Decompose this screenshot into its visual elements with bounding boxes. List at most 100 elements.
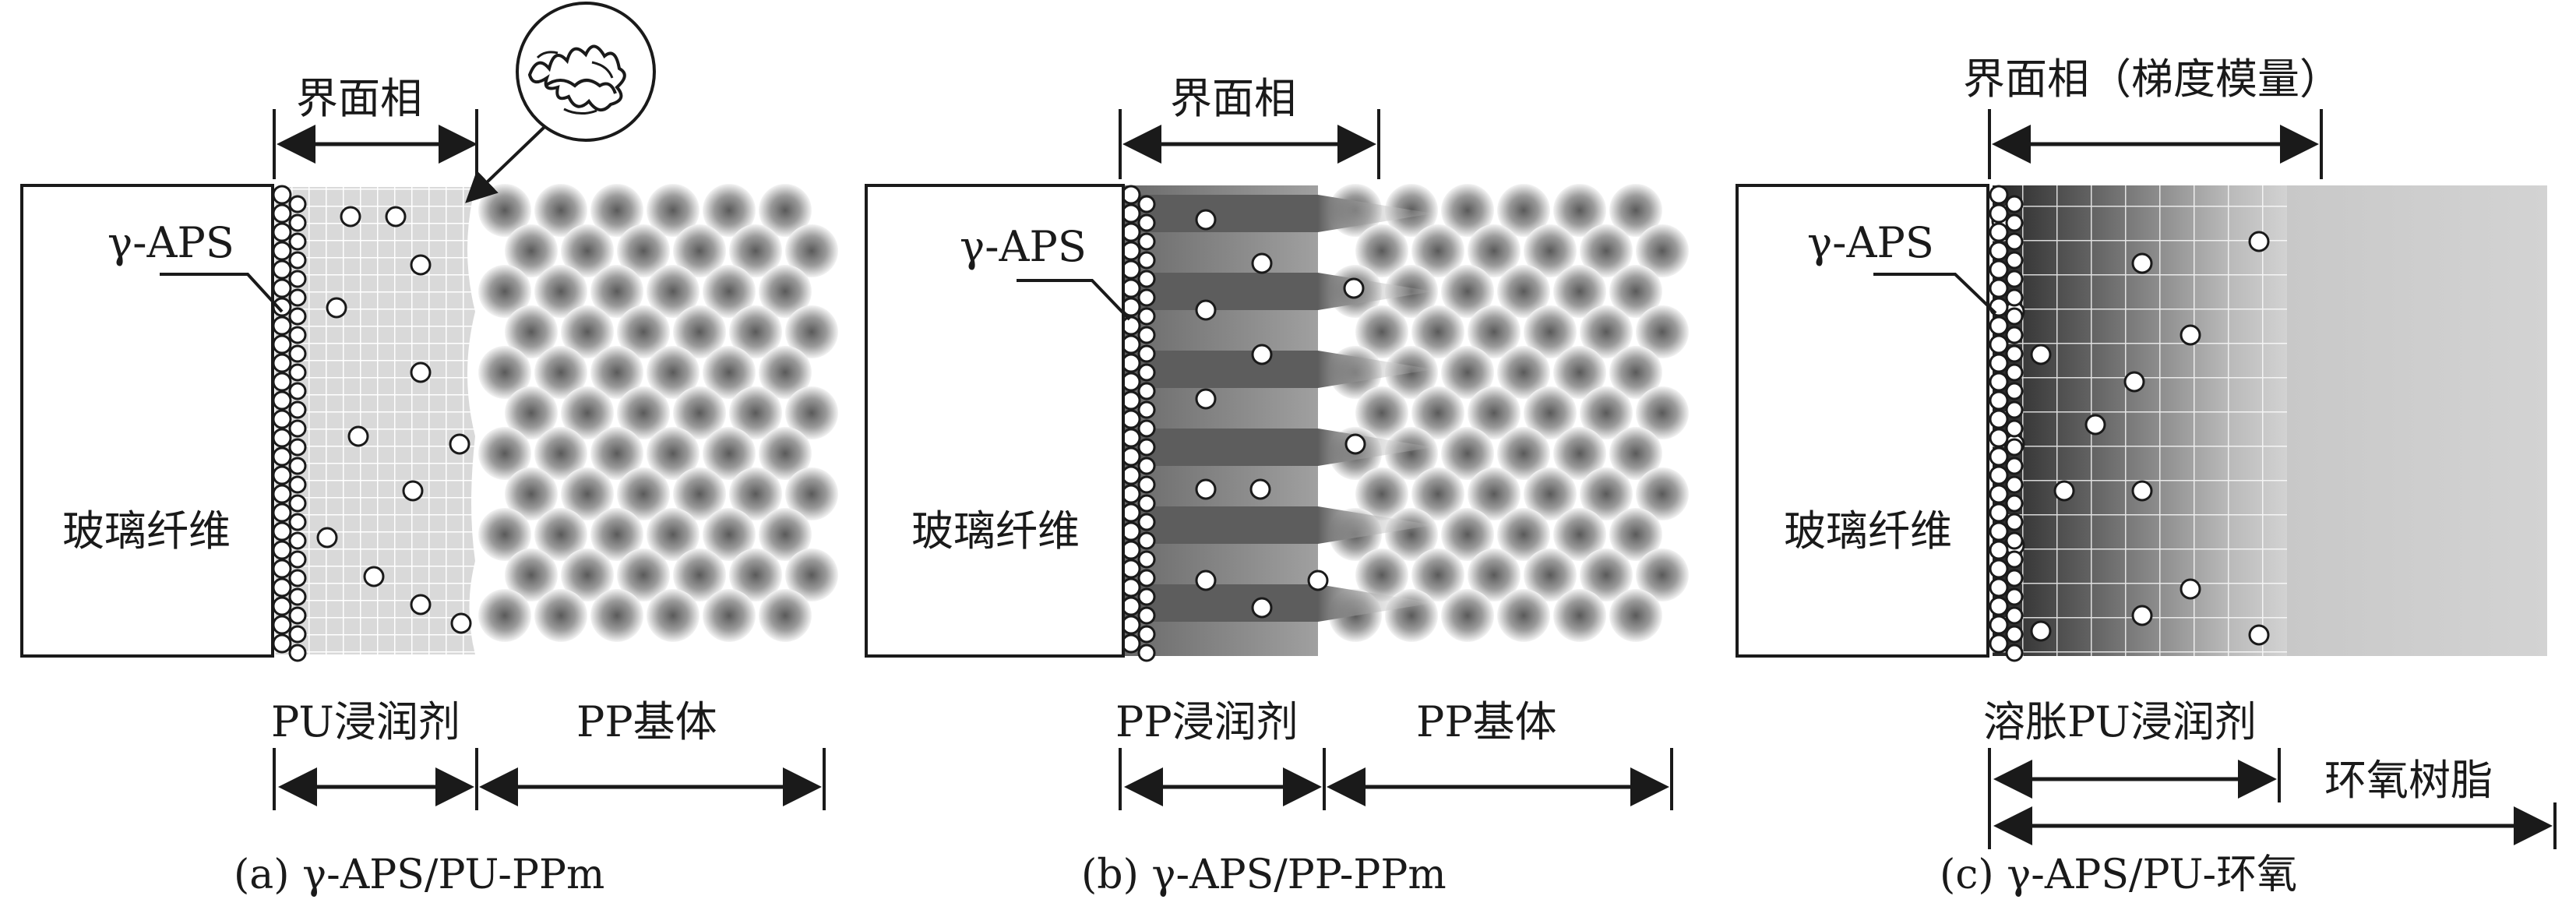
matrix-sphere xyxy=(505,386,558,439)
matrix-sphere xyxy=(1524,305,1577,358)
coupling-agent-molecule xyxy=(288,213,307,232)
matrix-sphere xyxy=(1524,386,1577,439)
matrix-sphere xyxy=(1609,427,1662,480)
matrix-sphere xyxy=(647,184,700,237)
matrix-label-c: 环氧树脂 xyxy=(2324,756,2493,805)
coupling-agent-molecule xyxy=(2005,344,2024,363)
matrix-sphere xyxy=(1497,508,1550,561)
coupling-agent-column-c xyxy=(1989,185,2024,662)
coupling-agent-molecule xyxy=(288,382,307,400)
matrix-sphere xyxy=(1636,305,1689,358)
sizing-particle xyxy=(363,566,385,587)
sizing-spike xyxy=(1318,584,1433,622)
matrix-sphere xyxy=(759,346,812,399)
coupling-agent-molecule xyxy=(1137,363,1156,382)
matrix-label-a: PP基体 xyxy=(576,697,717,746)
coupling-agent-molecule xyxy=(2005,419,2024,438)
sizing-band-dark xyxy=(1123,273,1318,310)
matrix-sphere xyxy=(673,548,726,601)
epoxy-matrix-c xyxy=(2282,185,2547,656)
coupling-agent-molecule xyxy=(1121,446,1141,467)
coupling-agent-molecule xyxy=(1137,587,1156,606)
coupling-agent-molecule xyxy=(1137,644,1156,662)
matrix-sphere xyxy=(1580,467,1633,520)
coupling-agent-molecule xyxy=(1137,232,1156,251)
coupling-agent-molecule xyxy=(1989,334,2009,354)
coupling-agent-molecule xyxy=(2005,307,2024,326)
glass-fiber-c xyxy=(1736,184,1989,658)
coupling-agent-molecule xyxy=(288,400,307,419)
coupling-agent-molecule xyxy=(272,577,292,598)
coupling-agent-molecule xyxy=(1121,353,1141,373)
matrix-sphere xyxy=(647,508,700,561)
sizing-particle xyxy=(2084,414,2106,436)
coupling-agent-molecule xyxy=(288,587,307,606)
coupling-agent-molecule xyxy=(2005,569,2024,587)
interphase-label-a: 界面相 xyxy=(296,74,422,123)
sizing-particle xyxy=(1195,299,1217,321)
coupling-label-b: γ-APS xyxy=(960,222,1087,271)
fiber-label-c: 玻璃纤维 xyxy=(1784,506,1952,556)
coupling-agent-molecule xyxy=(1137,251,1156,270)
coupling-agent-molecule xyxy=(272,615,292,635)
sizing-particle xyxy=(2030,620,2052,642)
coupling-agent-molecule xyxy=(2005,644,2024,662)
matrix-sphere xyxy=(590,265,643,318)
coupling-agent-molecule xyxy=(272,596,292,616)
coupling-agent-molecule xyxy=(1137,531,1156,550)
sizing-particle xyxy=(449,433,470,455)
coupling-agent-molecule xyxy=(288,513,307,531)
coupling-agent-molecule xyxy=(288,251,307,270)
coupling-agent-molecule xyxy=(1989,316,2009,336)
sizing-spike xyxy=(1318,429,1433,466)
coupling-agent-molecule xyxy=(272,540,292,560)
coupling-agent-molecule xyxy=(1137,213,1156,232)
matrix-sphere xyxy=(505,305,558,358)
sizing-particle xyxy=(410,254,432,276)
coupling-agent-molecule xyxy=(272,446,292,467)
coupling-agent-molecule xyxy=(2005,457,2024,475)
matrix-sphere xyxy=(1636,467,1689,520)
sizing-particle xyxy=(2131,605,2153,626)
matrix-sphere xyxy=(1441,508,1494,561)
coupling-agent-molecule xyxy=(1989,409,2009,429)
matrix-sphere xyxy=(1553,265,1606,318)
panel-a: γ-APS 玻璃纤维 界面相 PU浸润剂 PP基体 (a) γ-APS/PU-P… xyxy=(20,2,838,898)
sizing-band xyxy=(1123,185,1318,656)
matrix-sphere xyxy=(505,467,558,520)
matrix-sphere xyxy=(1441,265,1494,318)
matrix-sphere xyxy=(1411,386,1464,439)
coupling-agent-molecule xyxy=(272,633,292,654)
coupling-agent-molecule xyxy=(1989,540,2009,560)
coupling-agent-molecule xyxy=(1121,334,1141,354)
coupling-agent-molecule xyxy=(1989,577,2009,598)
coupling-agent-molecule xyxy=(1137,569,1156,587)
matrix-sphere xyxy=(590,184,643,237)
coupling-agent-molecule xyxy=(2005,438,2024,457)
sizing-particle xyxy=(2180,324,2201,346)
coupling-agent-molecule xyxy=(1137,326,1156,344)
coupling-agent-molecule xyxy=(288,457,307,475)
coupling-agent-molecule xyxy=(2005,494,2024,513)
matrix-sphere xyxy=(1580,224,1633,277)
matrix-sphere xyxy=(703,589,756,642)
matrix-sphere xyxy=(534,265,587,318)
matrix-sphere xyxy=(1497,346,1550,399)
coupling-agent-molecule xyxy=(1989,521,2009,541)
matrix-sphere xyxy=(729,386,782,439)
coupling-agent-molecule xyxy=(288,644,307,662)
coupling-agent-molecule xyxy=(288,270,307,288)
coupling-agent-molecule xyxy=(2005,513,2024,531)
coupling-agent-molecule xyxy=(1121,540,1141,560)
sizing-particle xyxy=(2248,231,2270,252)
sizing-particles-a xyxy=(316,206,472,634)
coupling-agent-molecule xyxy=(272,428,292,448)
coupling-agent-column-a xyxy=(272,185,307,662)
coupling-agent-molecule xyxy=(1121,409,1141,429)
matrix-sphere xyxy=(1609,589,1662,642)
matrix-sphere xyxy=(478,589,531,642)
matrix-sphere xyxy=(1609,346,1662,399)
coupling-agent-molecule xyxy=(2005,288,2024,307)
matrix-sphere xyxy=(1411,467,1464,520)
sizing-particle xyxy=(1249,478,1271,500)
